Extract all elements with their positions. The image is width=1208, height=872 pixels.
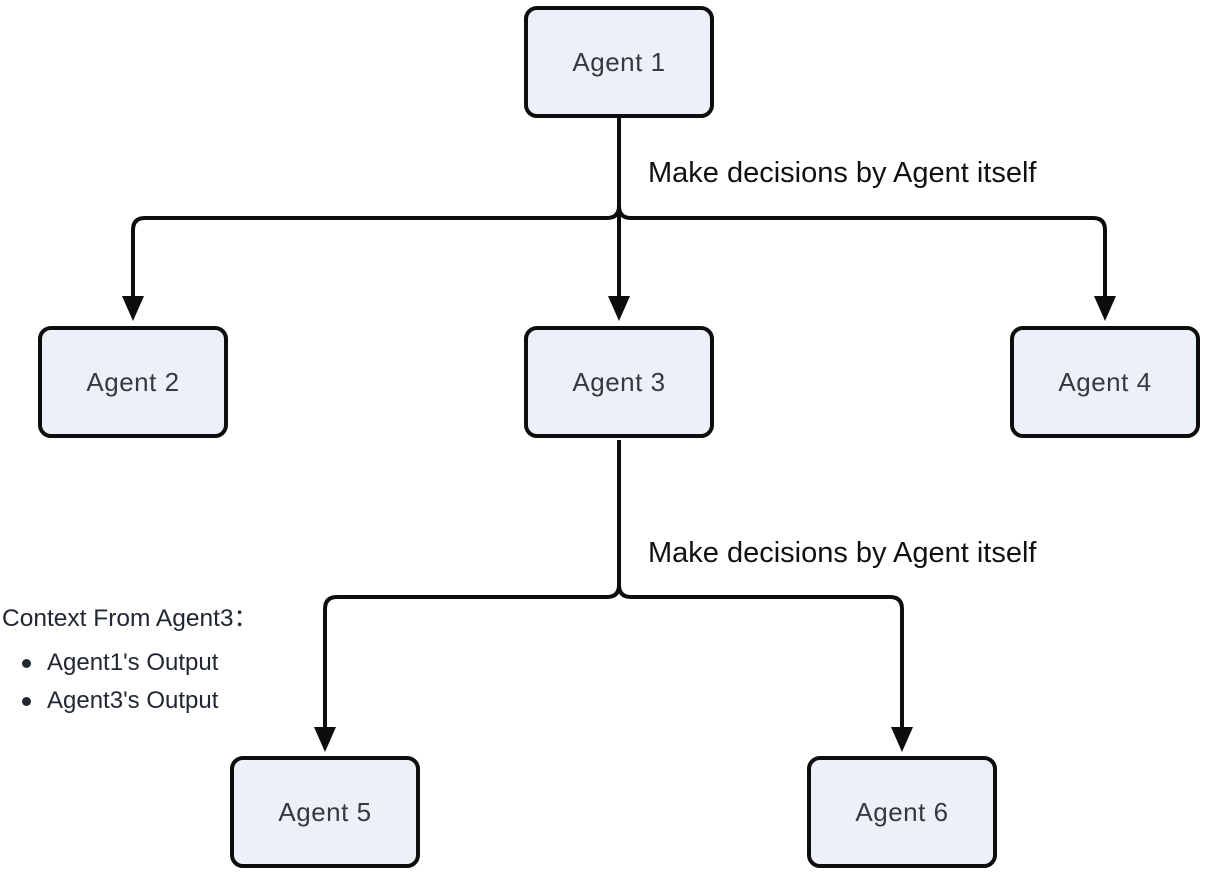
arrowhead-agent5 <box>314 727 336 752</box>
arrowhead-agent3 <box>608 296 630 321</box>
node-agent5: Agent 5 <box>230 756 420 868</box>
context-note: Context From Agent3： Agent1's Output Age… <box>2 599 258 720</box>
node-agent2-label: Agent 2 <box>86 366 180 397</box>
context-note-item: Agent1's Output <box>2 644 258 682</box>
edge-agent1-to-agent4 <box>617 205 1107 298</box>
context-note-item-text: Agent3's Output <box>47 687 219 714</box>
context-note-list: Agent1's Output Agent3's Output <box>2 644 258 720</box>
context-note-item-text: Agent1's Output <box>47 649 219 676</box>
node-agent1: Agent 1 <box>524 6 714 118</box>
edge-label-bottom: Make decisions by Agent itself <box>648 537 1037 569</box>
arrowhead-agent2 <box>122 296 144 321</box>
arrowhead-agent4 <box>1094 296 1116 321</box>
context-note-item: Agent3's Output <box>2 682 258 720</box>
node-agent6: Agent 6 <box>807 756 997 868</box>
edge-agent1-to-agent2 <box>131 118 621 298</box>
edge-agent3-to-agent5 <box>323 440 621 729</box>
node-agent3-label: Agent 3 <box>572 366 666 397</box>
bullet-icon <box>22 696 31 706</box>
node-agent5-label: Agent 5 <box>278 796 372 827</box>
node-agent1-label: Agent 1 <box>572 46 666 77</box>
arrowhead-agent6 <box>891 727 913 752</box>
node-agent3: Agent 3 <box>524 326 714 438</box>
node-agent4-label: Agent 4 <box>1058 366 1152 397</box>
node-agent2: Agent 2 <box>38 326 228 438</box>
node-agent6-label: Agent 6 <box>855 796 949 827</box>
edge-label-top: Make decisions by Agent itself <box>648 157 1037 189</box>
context-note-title: Context From Agent3： <box>2 605 259 632</box>
bullet-icon <box>22 658 31 668</box>
edge-agent3-to-agent6 <box>617 584 904 729</box>
node-agent4: Agent 4 <box>1010 326 1200 438</box>
